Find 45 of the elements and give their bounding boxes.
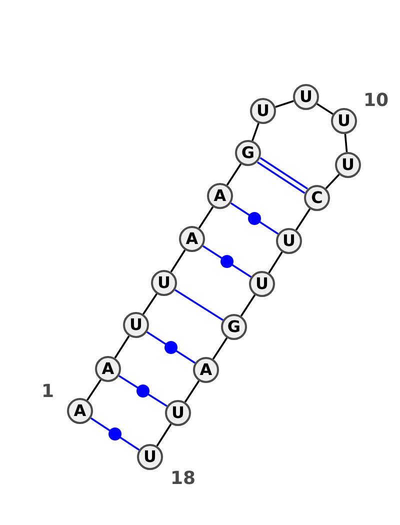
- nucleotide-circle: G: [235, 140, 261, 166]
- base-pair-line: [256, 157, 308, 194]
- position-number: 10: [364, 92, 389, 110]
- nucleotide-circle: U: [293, 84, 319, 110]
- nucleotide-circle: U: [249, 271, 275, 297]
- backbone-line: [325, 174, 340, 190]
- backbone-line: [114, 336, 130, 358]
- backbone-line: [344, 134, 348, 152]
- base-pair-line: [230, 202, 279, 235]
- nucleotide-circle: U: [151, 270, 177, 296]
- backbone-line: [295, 208, 311, 231]
- nucleotide-circle: U: [335, 152, 361, 178]
- base-pair-line: [174, 289, 224, 321]
- backbone-line: [184, 380, 200, 403]
- nucleotide-circle: G: [221, 314, 247, 340]
- nucleotide-circle: A: [95, 356, 121, 382]
- nucleotide-circle: U: [123, 312, 149, 338]
- nucleotide-circle: U: [137, 444, 163, 470]
- nucleotide-circle: A: [67, 398, 93, 424]
- backbone-line: [275, 100, 294, 108]
- base-pair-line: [202, 245, 252, 278]
- backbone-line: [316, 103, 334, 115]
- backbone-line: [142, 293, 158, 315]
- base-pair-line: [118, 375, 168, 407]
- backbone-line: [268, 252, 283, 274]
- nucleotide-circle: U: [250, 98, 276, 124]
- nucleotide-circle: A: [179, 226, 205, 252]
- base-pair-line: [146, 331, 196, 364]
- nucleotide-circle: A: [207, 183, 233, 209]
- nucleotide-circle: U: [331, 108, 357, 134]
- backbone-line: [156, 424, 172, 446]
- position-number: 1: [42, 383, 54, 401]
- backbone-line: [212, 337, 228, 360]
- nucleotide-circle: U: [276, 228, 302, 254]
- backbone-line: [252, 122, 260, 142]
- position-number: 18: [170, 470, 196, 488]
- nucleotide-circle: C: [304, 185, 330, 211]
- base-pair-line: [90, 417, 140, 451]
- backbone-line: [226, 163, 242, 186]
- backbone-line: [170, 250, 186, 272]
- backbone-line: [86, 379, 102, 401]
- backbone-line: [240, 294, 256, 317]
- nucleotide-circle: U: [165, 400, 191, 426]
- nucleotide-circle: A: [193, 357, 219, 383]
- backbone-line: [198, 206, 214, 229]
